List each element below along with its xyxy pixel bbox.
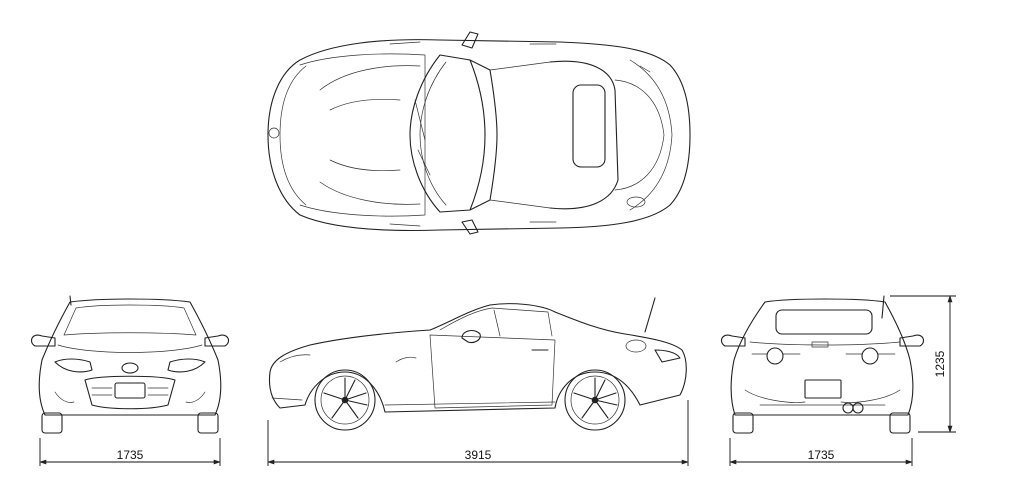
top-view <box>267 31 691 235</box>
front-view <box>30 295 230 434</box>
dimension-length <box>267 400 689 466</box>
dimension-front-width <box>39 438 221 466</box>
rear-width-label: 1735 <box>808 448 835 462</box>
rear-view <box>720 295 925 434</box>
length-label: 3915 <box>465 448 492 462</box>
front-width-label: 1735 <box>117 448 144 462</box>
height-label: 1235 <box>933 350 947 377</box>
side-view <box>268 297 687 431</box>
dimension-height <box>890 295 956 433</box>
dimension-rear-width <box>729 438 913 466</box>
